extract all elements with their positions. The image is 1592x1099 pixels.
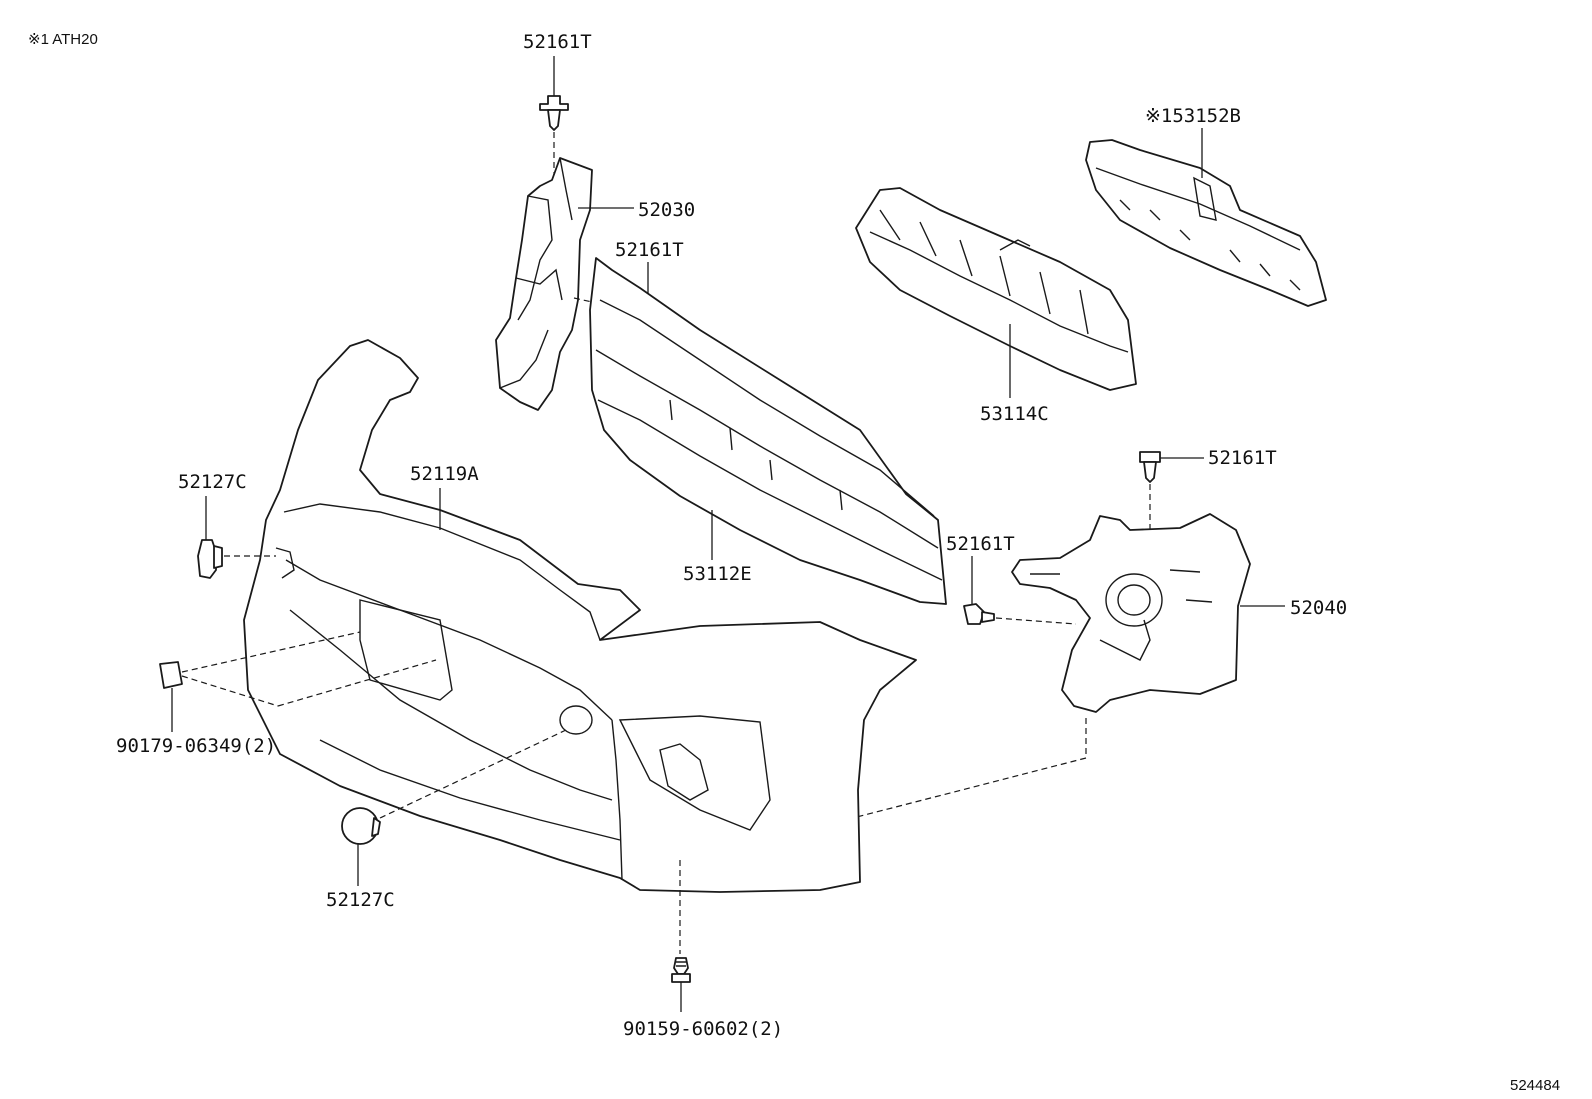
diagram-id: 524484 xyxy=(1510,1077,1560,1094)
label-clip-top: 52161T xyxy=(523,31,592,53)
cap-left xyxy=(197,496,276,579)
label-bumper: 52119A xyxy=(410,463,479,485)
label-absorber: 53114C xyxy=(980,403,1049,425)
label-cap-bottom: 52127C xyxy=(326,889,395,911)
note-label: ※1 ATH20 xyxy=(28,31,98,48)
bracket-left xyxy=(495,157,593,411)
label-screw-bottom: 90159-60602(2) xyxy=(623,1018,783,1040)
label-cap-left: 52127C xyxy=(178,471,247,493)
label-clip-right-top: 52161T xyxy=(1208,447,1277,469)
label-clip-mid: 52161T xyxy=(615,239,684,261)
absorber xyxy=(855,187,1137,391)
label-bracket-right: 52040 xyxy=(1290,597,1347,619)
retainer xyxy=(1085,139,1327,307)
label-nut-plate: 90179-06349(2) xyxy=(116,735,276,757)
screw-bottom xyxy=(671,860,691,1012)
clip-right-top xyxy=(1139,451,1204,530)
label-retainer: ※153152B xyxy=(1145,105,1241,127)
label-grille: 53112E xyxy=(683,563,752,585)
bracket-right xyxy=(1011,513,1251,713)
bumper-cover xyxy=(243,339,917,893)
clip-top xyxy=(539,56,569,178)
label-clip-right-mid: 52161T xyxy=(946,533,1015,555)
label-bracket-left: 52030 xyxy=(638,199,695,221)
nut-plate xyxy=(159,631,437,732)
grille xyxy=(589,257,947,605)
cap-bottom xyxy=(341,729,567,886)
clip-right-mid xyxy=(963,556,1077,625)
